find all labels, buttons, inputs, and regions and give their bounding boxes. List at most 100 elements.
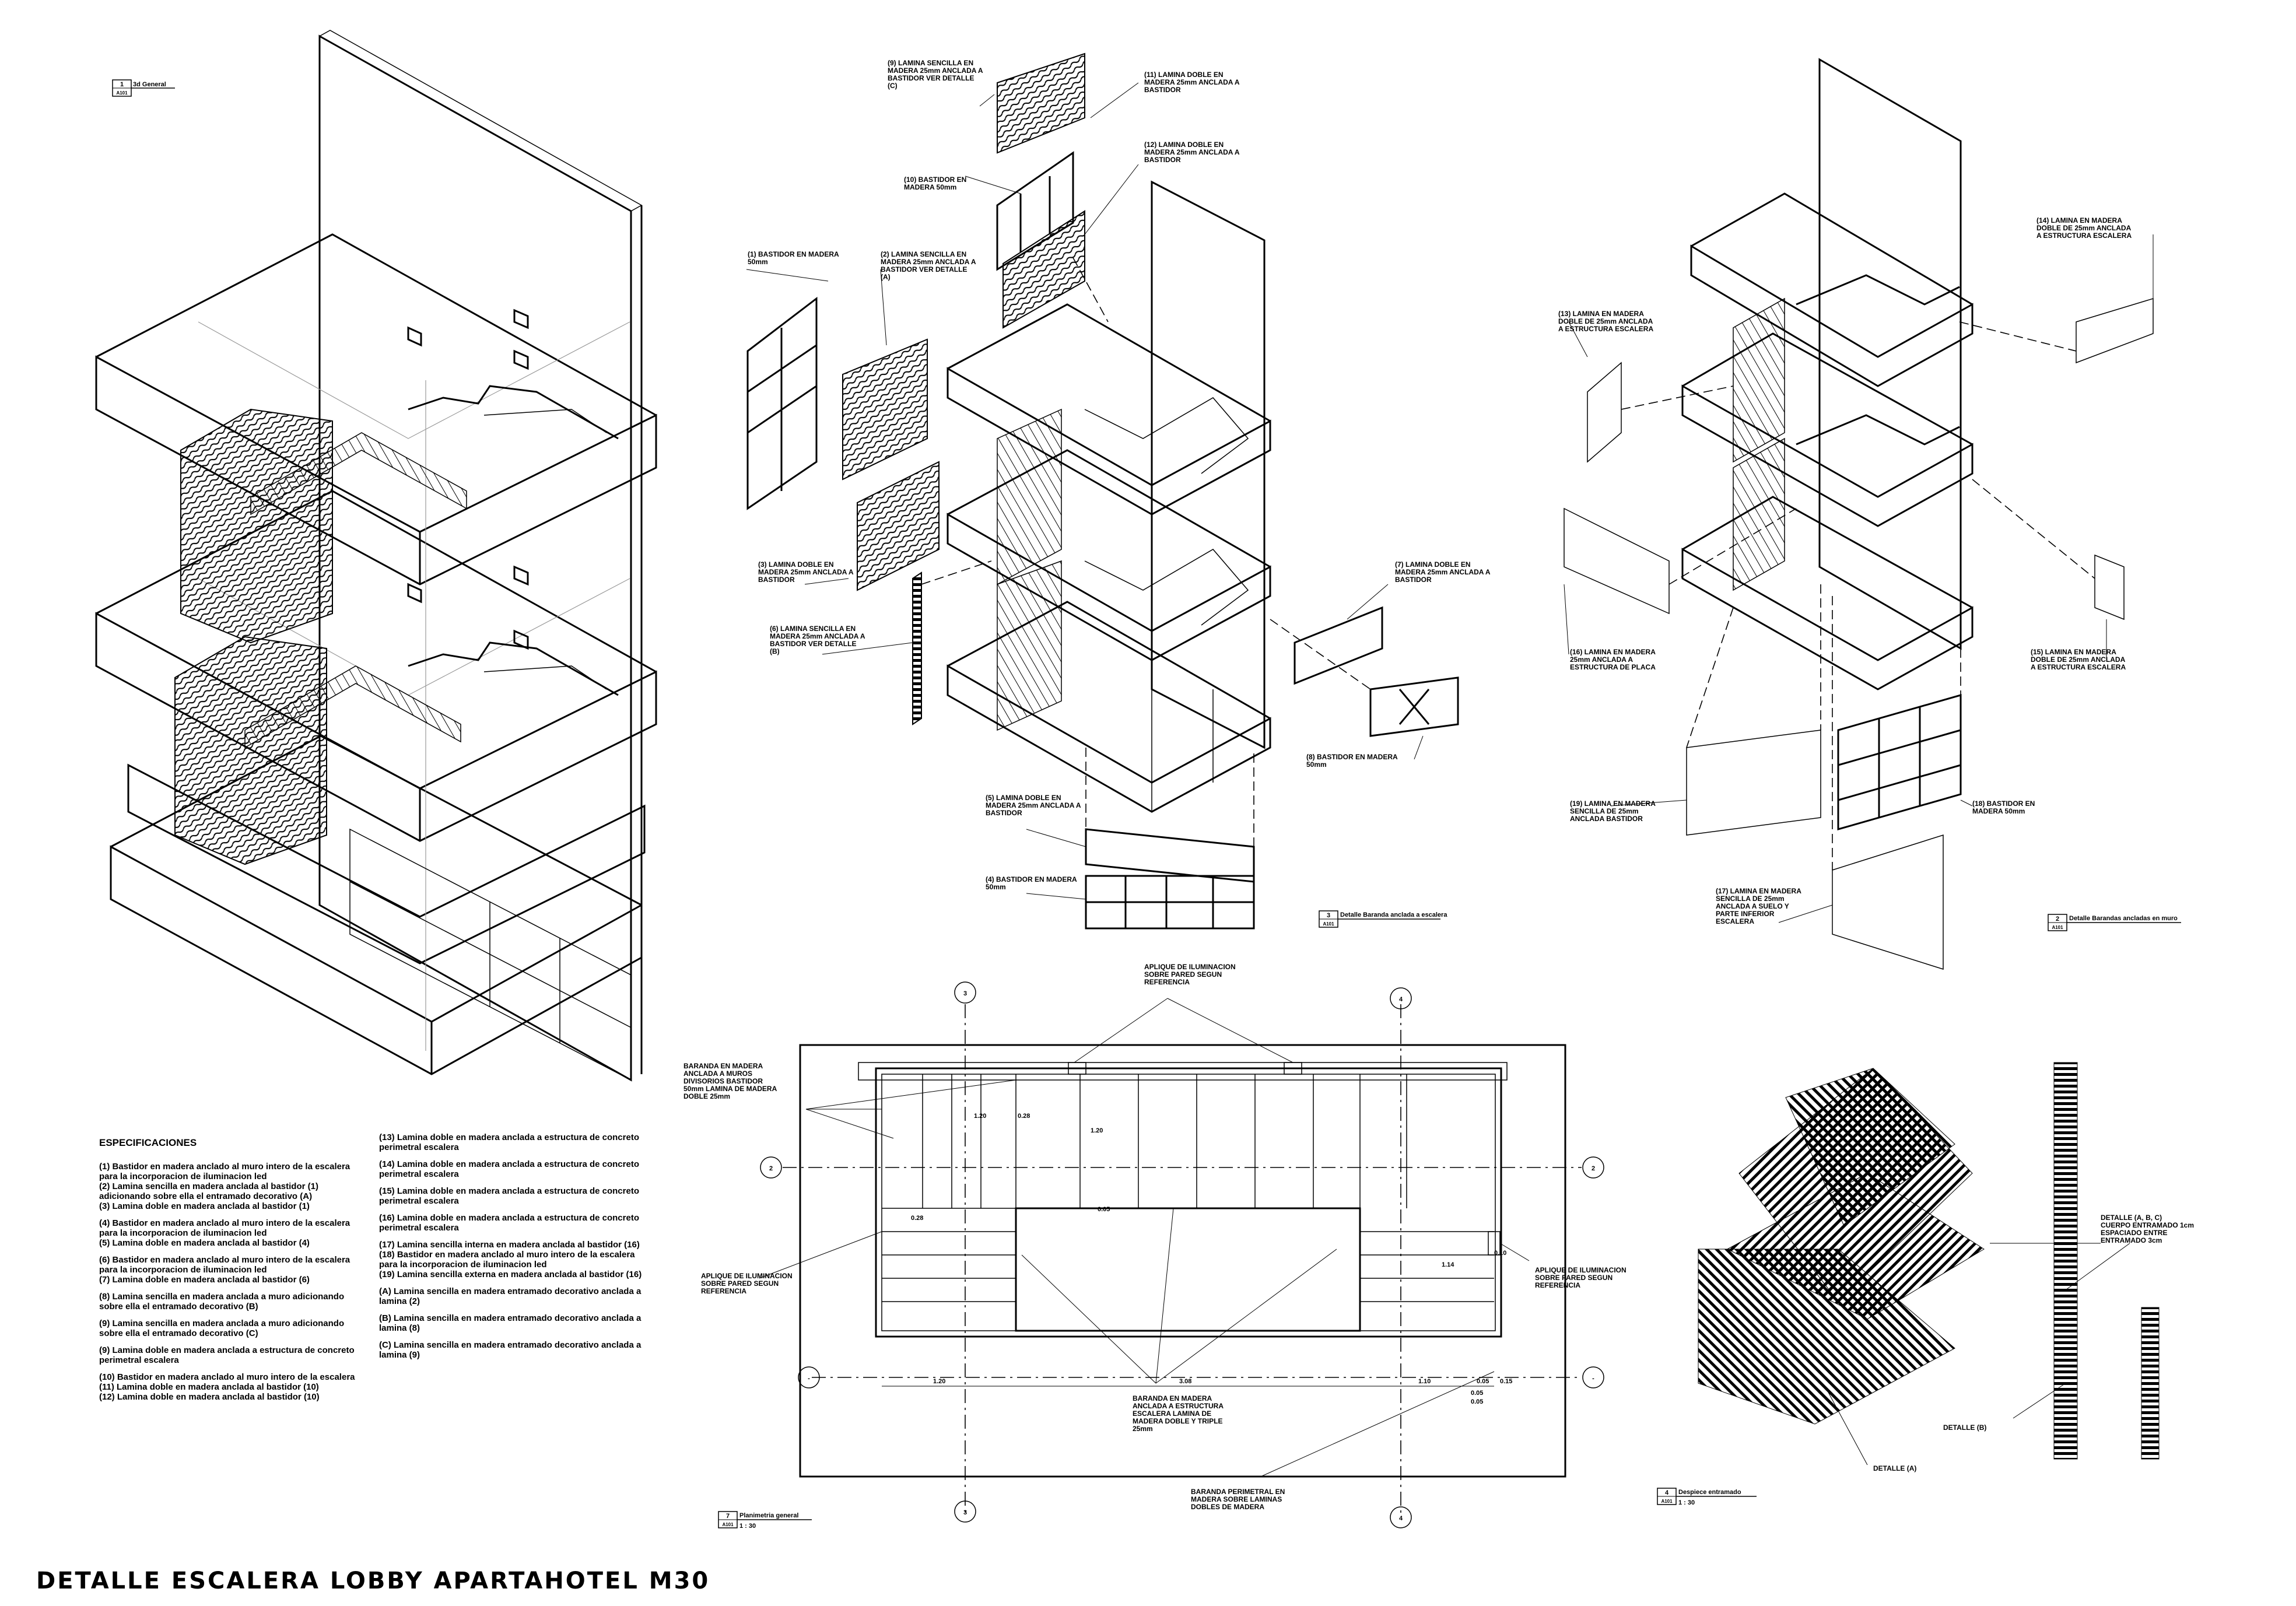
svg-text:1.20: 1.20 [1091, 1127, 1103, 1134]
spec-item: (6) Bastidor en madera anclado al muro i… [99, 1255, 350, 1285]
svg-text:3: 3 [963, 990, 967, 997]
panel-19-icon [1686, 730, 1821, 836]
pattern-callout-a: DETALLE (A) [1873, 1464, 1916, 1472]
spec-item: (15) Lamina doble en madera anclada a es… [379, 1186, 639, 1206]
svg-text:1.10: 1.10 [1418, 1378, 1431, 1385]
view-title-4-name: Despiece entramado [1678, 1489, 1741, 1496]
panel-12-icon [1002, 210, 1085, 329]
plan-dimensions: 1.20 0.28 1.20 0.28 0.05 1.14 1.20 3.08 … [911, 1113, 1512, 1405]
svg-text:1 : 30: 1 : 30 [739, 1523, 756, 1530]
svg-text:0.05: 0.05 [1477, 1378, 1489, 1385]
svg-text:2: 2 [2056, 916, 2059, 923]
specs-column-1: (1) Bastidor en madera anclado al muro i… [99, 1162, 367, 1409]
svg-text:1.20: 1.20 [933, 1378, 945, 1385]
svg-text:2: 2 [769, 1165, 773, 1172]
view-title-1-name: 3d General [133, 81, 166, 88]
panel-11-icon [997, 52, 1085, 154]
spec-item: (9) Lamina sencilla en madera anclada a … [99, 1319, 345, 1338]
spec-item: (13) Lamina doble en madera anclada a es… [379, 1132, 639, 1152]
svg-text:4: 4 [1665, 1489, 1669, 1496]
svg-text:1.20: 1.20 [974, 1113, 986, 1120]
grid-bubbles: 3 4 2 2 - - 3 4 [760, 981, 1604, 1528]
spec-item: (1) Bastidor en madera anclado al muro i… [99, 1162, 350, 1211]
view-title-3-name: Detalle Baranda anclada a escalera [1340, 911, 1447, 918]
view-title-4: 4 A101 Despiece entramado 1 : 30 [1657, 1488, 1757, 1506]
spec-item: (9) Lamina doble en madera anclada a est… [99, 1345, 355, 1365]
svg-text:0.28: 0.28 [911, 1215, 923, 1222]
specs-heading: ESPECIFICACIONES [99, 1137, 197, 1148]
view-title-7-name: Planimetria general [739, 1512, 799, 1519]
svg-text:0.05: 0.05 [1471, 1390, 1483, 1397]
view-title-1: 1 A101 3d General [112, 79, 175, 97]
wall-lamp-icon [407, 308, 529, 650]
panel-14-icon [2076, 297, 2154, 364]
svg-text:A101: A101 [722, 1522, 734, 1527]
svg-text:A101: A101 [2052, 925, 2063, 930]
spec-item: (10) Bastidor en madera anclado al muro … [99, 1372, 355, 1402]
svg-text:7: 7 [726, 1513, 730, 1520]
panel-5-icon [1085, 828, 1255, 883]
svg-text:3.08: 3.08 [1179, 1378, 1191, 1385]
view-3d-general: 1 A101 3d General [95, 30, 657, 1082]
svg-text:-: - [1592, 1375, 1594, 1382]
svg-text:4: 4 [1399, 1515, 1403, 1522]
svg-text:0.10: 0.10 [1494, 1250, 1506, 1257]
panel-17-icon [1832, 834, 1944, 970]
view-title-3: 3 A101 Detalle Baranda anclada a escaler… [1319, 910, 1447, 928]
svg-text:0.15: 0.15 [1500, 1378, 1512, 1385]
wood-screen-upper-icon [180, 408, 333, 644]
panel-7-icon [1294, 606, 1383, 685]
spec-item: (17) Lamina sencilla interna en madera a… [379, 1240, 642, 1279]
spec-item: (A) Lamina sencilla en madera entramado … [379, 1286, 642, 1306]
glazing-grid [349, 828, 632, 1081]
spec-item: (16) Lamina doble en madera anclada a es… [379, 1213, 639, 1233]
svg-text:2: 2 [1592, 1165, 1595, 1172]
panel-18-frame-icon [1837, 694, 1962, 830]
panel-4-frame-icon [1085, 875, 1255, 930]
panel-13-icon [1587, 362, 1622, 463]
svg-text:A101: A101 [116, 90, 128, 96]
plan-lamp-icon [1068, 1062, 1086, 1075]
sheet-title: DETALLE ESCALERA LOBBY APARTAHOTEL M30 [36, 1568, 710, 1594]
pattern-callout-b: DETALLE (B) [1943, 1423, 1986, 1432]
panel-1-frame-icon [746, 296, 818, 510]
svg-text:A101: A101 [1661, 1499, 1673, 1504]
panel-16-icon [1564, 507, 1670, 615]
spec-item: (8) Lamina sencilla en madera anclada a … [99, 1292, 345, 1312]
spec-item: (C) Lamina sencilla en madera entramado … [379, 1340, 642, 1360]
panel-2-icon [842, 338, 928, 481]
svg-text:3: 3 [963, 1509, 967, 1516]
svg-text:1.14: 1.14 [1442, 1261, 1454, 1268]
panel-3-icon [857, 461, 940, 591]
svg-text:1 : 30: 1 : 30 [1678, 1499, 1695, 1506]
spec-item: (14) Lamina doble en madera anclada a es… [379, 1159, 639, 1179]
svg-text:3: 3 [1327, 912, 1330, 919]
view-title-1-num: 1 [120, 81, 124, 88]
view-plan: 3 4 2 2 - - 3 4 1.20 0.28 1.20 0.28 0.05… [683, 963, 1627, 1530]
